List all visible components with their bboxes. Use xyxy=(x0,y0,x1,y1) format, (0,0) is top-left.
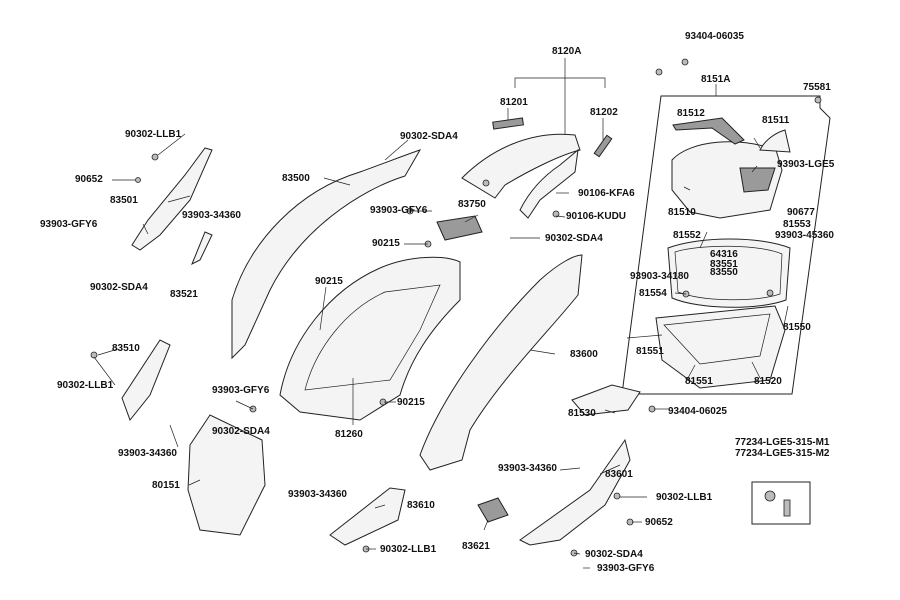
left-trim-83501 xyxy=(131,147,213,251)
label-81554: 81554 xyxy=(639,288,667,299)
label-90652-low: 90652 xyxy=(645,517,673,528)
label-81551-a: 81551 xyxy=(636,346,664,357)
rack-bracket-lines xyxy=(514,58,606,145)
label-90302-sda4-left: 90302-SDA4 xyxy=(90,282,148,293)
remote-key xyxy=(764,490,776,502)
leader-lines xyxy=(93,133,789,569)
label-90215-b: 90215 xyxy=(315,276,343,287)
label-90215-c: 90215 xyxy=(397,397,425,408)
label-90302-llb1-left: 90302-LLB1 xyxy=(57,380,114,391)
left-bracket-83510 xyxy=(121,339,171,422)
label-8151A: 8151A xyxy=(701,74,731,85)
label-93903-34360-left: 93903-34360 xyxy=(118,448,177,459)
label-81552: 81552 xyxy=(673,230,701,241)
label-64316: 64316 xyxy=(710,249,738,260)
luggage-box xyxy=(279,256,461,421)
top-box-seal xyxy=(667,238,791,308)
label-81551-b: 81551 xyxy=(685,376,713,387)
label-90652-top: 90652 xyxy=(75,174,103,185)
label-90106-kfa6: 90106-KFA6 xyxy=(578,188,635,199)
label-81530: 81530 xyxy=(568,408,596,419)
label-93903-34360-top: 93903-34360 xyxy=(182,210,241,221)
label-81550: 81550 xyxy=(783,322,811,333)
label-90302-llb1-bottom: 90302-LLB1 xyxy=(380,544,437,555)
label-90302-llb1-right: 90302-LLB1 xyxy=(656,492,713,503)
label-90677: 90677 xyxy=(787,207,815,218)
label-83610: 83610 xyxy=(407,500,435,511)
left-side-cover xyxy=(231,149,422,360)
label-81512: 81512 xyxy=(677,108,705,119)
label-83600: 83600 xyxy=(570,349,598,360)
label-8120A: 8120A xyxy=(552,46,582,57)
label-83621: 83621 xyxy=(462,541,490,552)
left-bracket-83521 xyxy=(191,231,213,266)
label-90302-sda4-top: 90302-SDA4 xyxy=(400,131,458,142)
label-81201: 81201 xyxy=(500,97,528,108)
rack-pad-right xyxy=(593,134,613,158)
label-81510: 81510 xyxy=(668,207,696,218)
label-90302-sda4-low: 90302-SDA4 xyxy=(212,426,270,437)
rear-trim-83610 xyxy=(329,487,406,546)
label-83550: 83550 xyxy=(710,267,738,278)
label-77234-m1: 77234-LGE5-315-M1 xyxy=(735,437,830,448)
right-side-cover xyxy=(419,254,583,471)
label-81260: 81260 xyxy=(335,429,363,440)
label-93903-34360-low: 93903-34360 xyxy=(288,489,347,500)
label-81511: 81511 xyxy=(762,115,790,126)
cover-83750 xyxy=(436,215,483,241)
top-box-reflector-81511 xyxy=(759,129,791,153)
label-93903-34180: 93903-34180 xyxy=(630,271,689,282)
lower-cover-80151 xyxy=(187,414,266,536)
label-90302-sda4-mid: 90302-SDA4 xyxy=(545,233,603,244)
label-93404-06025: 93404-06025 xyxy=(668,406,727,417)
label-90106-kudu: 90106-KUDU xyxy=(566,211,627,222)
label-75581: 75581 xyxy=(803,82,831,93)
label-93404-06035-top: 93404-06035 xyxy=(685,31,744,42)
label-83521: 83521 xyxy=(170,289,198,300)
top-box-lid xyxy=(671,141,783,219)
label-83500: 83500 xyxy=(282,173,310,184)
label-83510: 83510 xyxy=(112,343,140,354)
label-93903-lge5: 93903-LGE5 xyxy=(777,159,835,170)
label-93903-gfy6-left: 93903-GFY6 xyxy=(40,219,98,230)
top-box-lens xyxy=(739,167,776,193)
label-93903-34360-mid: 93903-34360 xyxy=(498,463,557,474)
label-81520: 81520 xyxy=(754,376,782,387)
label-83551: 83551 xyxy=(710,259,738,270)
rear-rack xyxy=(461,133,581,199)
label-90302-sda4-bottom: 90302-SDA4 xyxy=(585,549,643,560)
rear-trim-83601 xyxy=(519,438,631,546)
fasteners xyxy=(90,58,822,557)
top-box-deco-81512 xyxy=(672,117,745,145)
rear-rack-grip xyxy=(519,148,579,219)
plate-81530 xyxy=(571,384,641,416)
label-90302-llb1-top: 90302-LLB1 xyxy=(125,129,182,140)
label-81553: 81553 xyxy=(783,219,811,230)
label-83750: 83750 xyxy=(458,199,486,210)
label-93903-gfy6-low: 93903-GFY6 xyxy=(212,385,270,396)
label-77234-m2: 77234-LGE5-315-M2 xyxy=(735,448,830,459)
label-93903-gfy6-bottom: 93903-GFY6 xyxy=(597,563,655,574)
remote-kit-frame xyxy=(751,481,811,525)
key-blade xyxy=(783,499,791,517)
rack-pad-left xyxy=(492,117,524,130)
label-81202: 81202 xyxy=(590,107,618,118)
plate-83621 xyxy=(477,497,509,523)
label-93903-45360: 93903-45360 xyxy=(775,230,834,241)
label-90215-a: 90215 xyxy=(372,238,400,249)
top-box-base xyxy=(655,305,786,389)
label-80151: 80151 xyxy=(152,480,180,491)
label-93903-gfy6-mid: 93903-GFY6 xyxy=(370,205,428,216)
label-83501: 83501 xyxy=(110,195,138,206)
label-83601: 83601 xyxy=(605,469,633,480)
